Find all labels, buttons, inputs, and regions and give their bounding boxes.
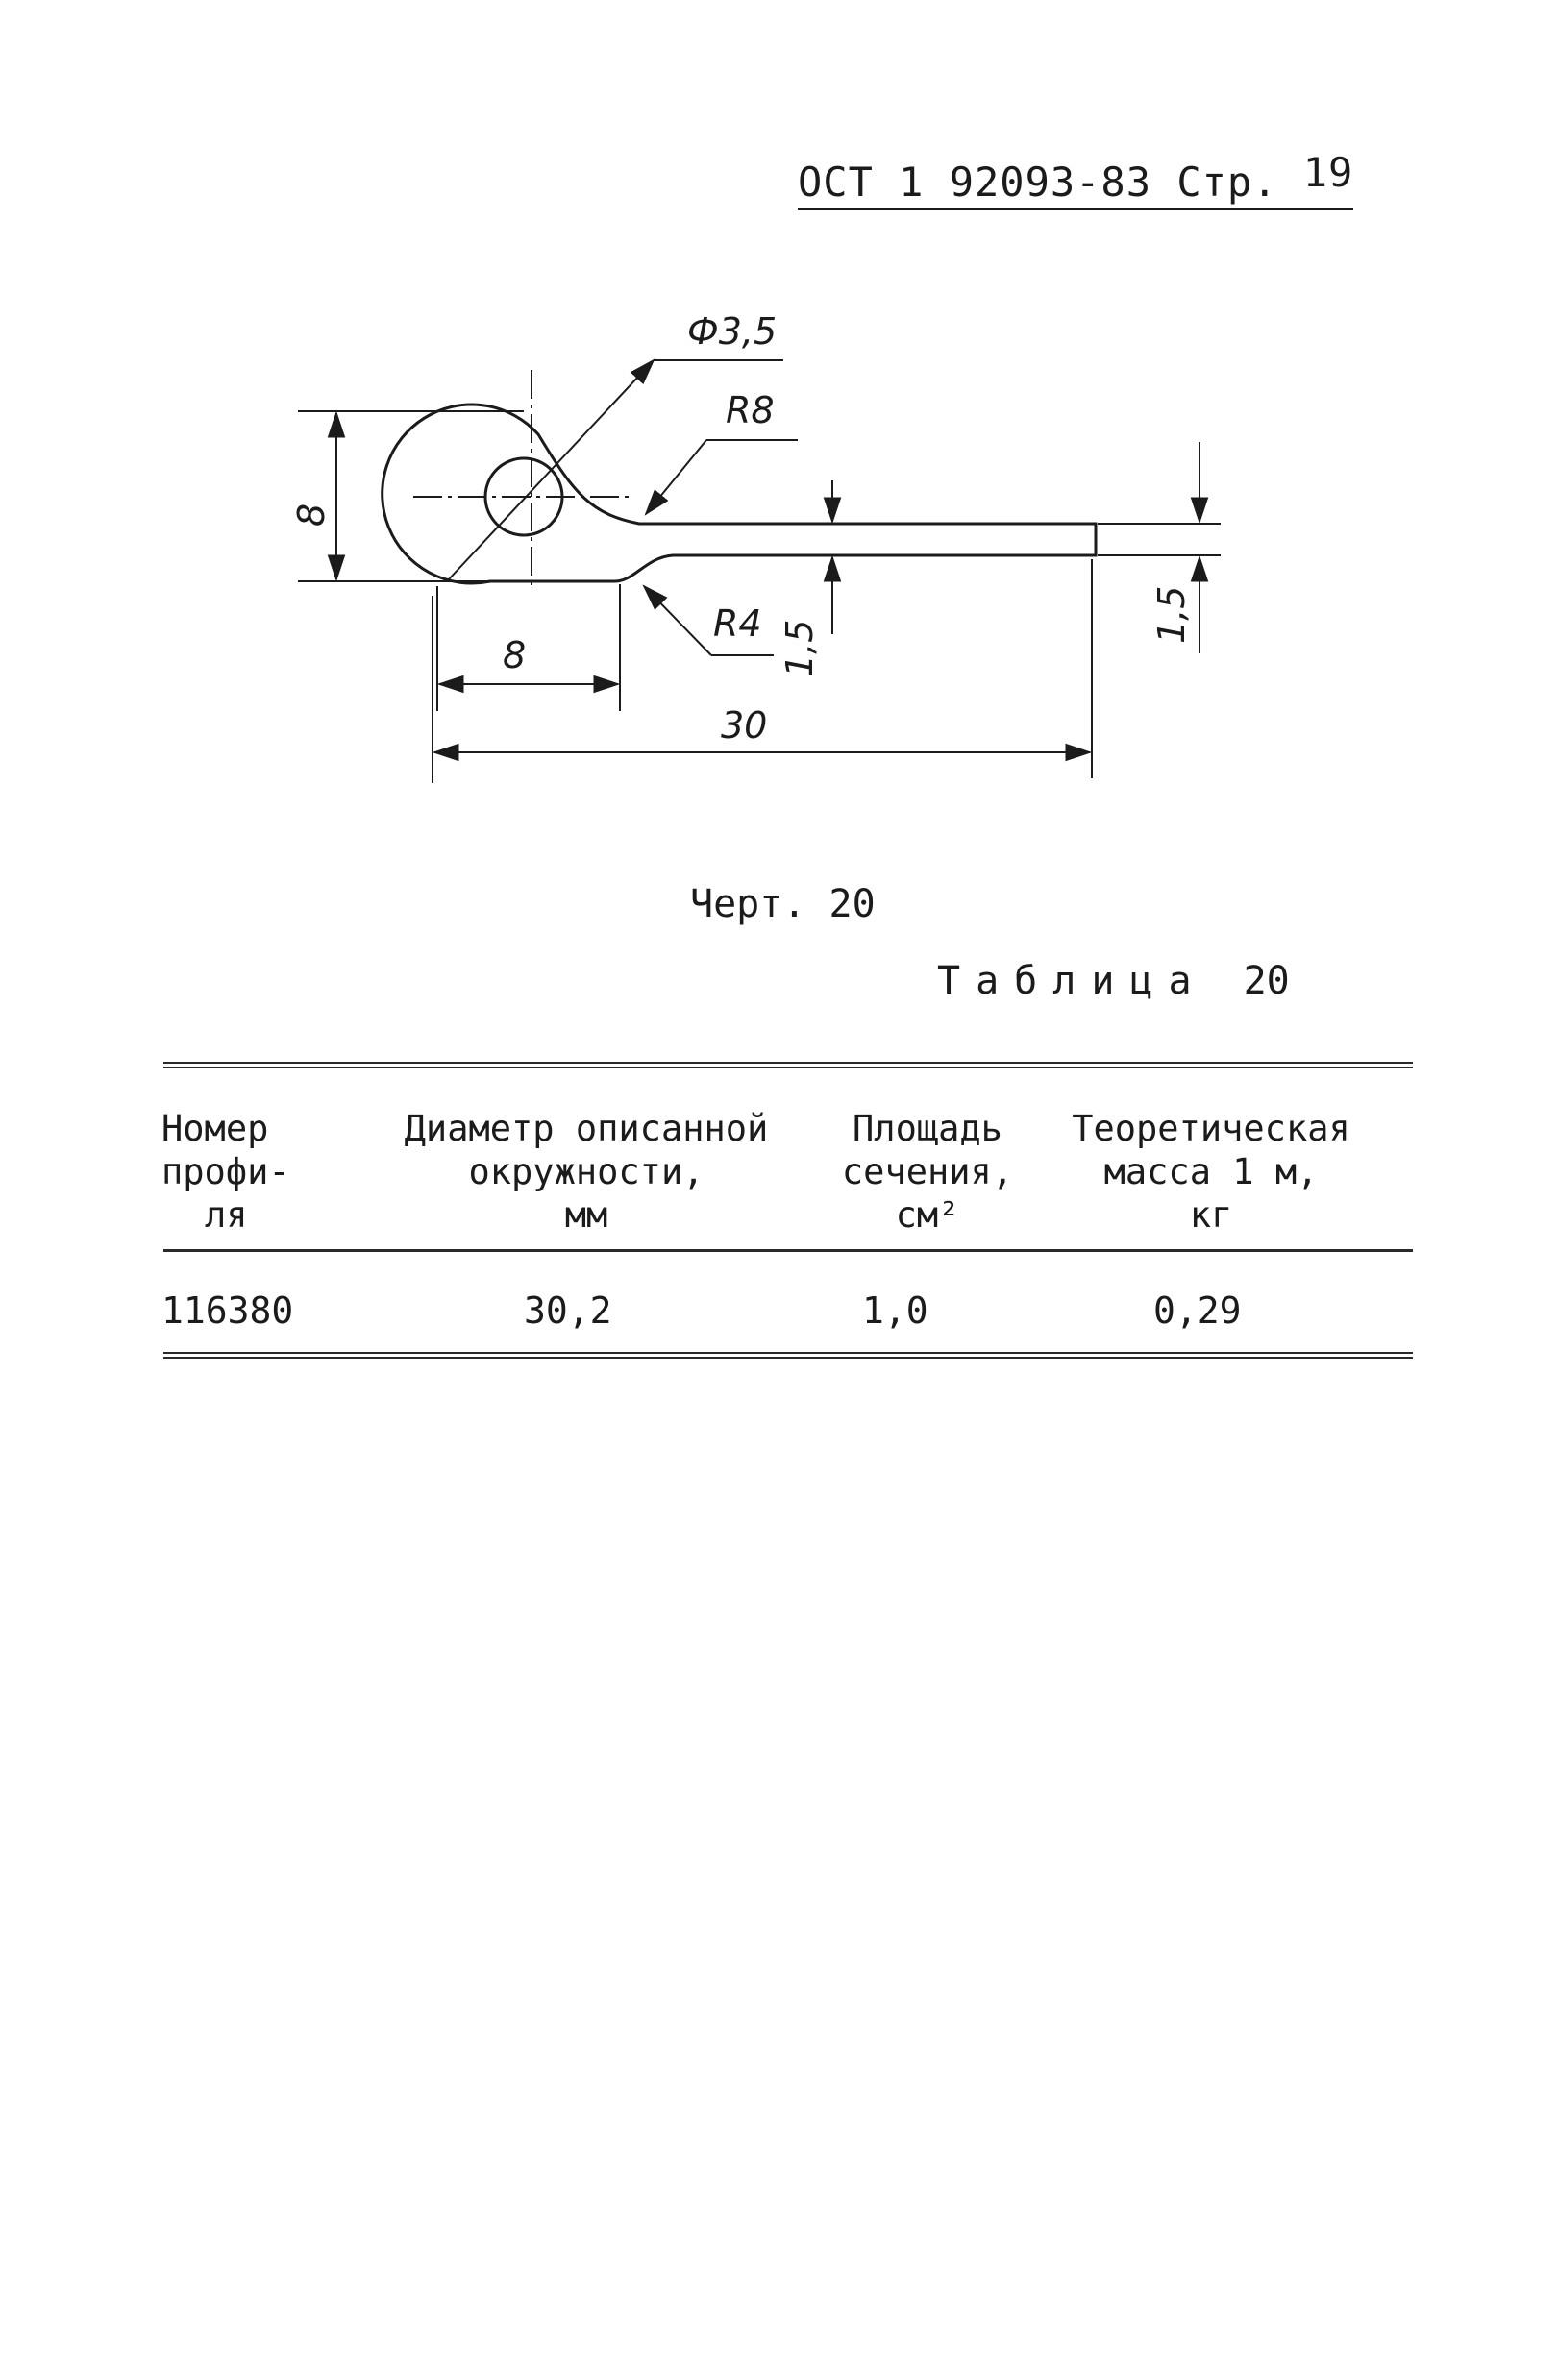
standard-code: ОСТ 1 92093-83: [798, 159, 1152, 206]
cell-profile-number: 116380: [161, 1289, 294, 1332]
profile-drawing: Ф3,5 R8 R4 8 8 30 1,5 1,5: [290, 310, 1221, 783]
thickness-mid-label: 1,5: [779, 620, 821, 677]
header-area: Площадь сечения, см²: [841, 1108, 1014, 1236]
document-header: ОСТ 1 92093-83 Стр. 19: [798, 149, 1354, 210]
r4-label: R4: [713, 602, 762, 645]
header-profile-number: Номер профи- ля: [161, 1108, 290, 1236]
height-label: 8: [290, 503, 333, 527]
r8-label: R8: [726, 389, 775, 431]
table-title-label: Таблица: [937, 959, 1207, 1003]
table-title: Таблица 20: [937, 959, 1290, 1003]
profile-outline: [381, 403, 1098, 585]
page-number: 19: [1302, 149, 1354, 196]
table-top-rule: [163, 1062, 1413, 1068]
thickness-end-label: 1,5: [1150, 586, 1193, 644]
cell-mass: 0,29: [1153, 1289, 1242, 1332]
table-bottom-rule: [163, 1352, 1413, 1359]
table-header-rule: [163, 1249, 1413, 1252]
length-label: 30: [721, 704, 767, 747]
hole-diameter-label: Ф3,5: [687, 310, 777, 353]
head-width-label: 8: [503, 634, 526, 676]
table-title-number: 20: [1243, 959, 1290, 1003]
header-mass: Теоретическая масса 1 м, кг: [1072, 1108, 1350, 1236]
header-diameter: Диаметр описанной окружности, мм: [404, 1108, 769, 1236]
page-label: Стр.: [1176, 159, 1278, 206]
figure-caption: Черт. 20: [690, 882, 876, 926]
cell-area: 1,0: [862, 1289, 928, 1332]
cell-diameter: 30,2: [524, 1289, 612, 1332]
